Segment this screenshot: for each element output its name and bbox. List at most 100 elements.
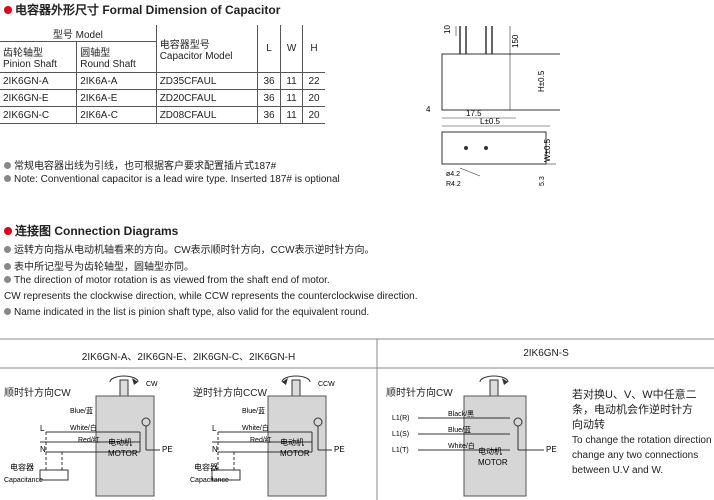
connection-bullet: Name indicated in the list is pinion sha… bbox=[4, 307, 369, 318]
panel-right-header: 2IK6GN-S bbox=[523, 348, 569, 359]
round-cell: 2IK6A-C bbox=[76, 106, 157, 124]
terminal-dot bbox=[484, 146, 488, 150]
round-cell: 2IK6A-A bbox=[76, 72, 157, 90]
capacitor-body bbox=[441, 53, 560, 111]
grey-bullet-icon bbox=[4, 246, 11, 253]
rotation-arrow-icon bbox=[479, 375, 509, 383]
model-group-header: 型号 Model bbox=[0, 25, 157, 42]
dim-4-label: 4 bbox=[426, 105, 431, 114]
terminal-dot bbox=[464, 146, 468, 150]
dim-150-label: 150 bbox=[511, 34, 520, 48]
pinion-cell: 2IK6GN-E bbox=[0, 89, 78, 107]
dimension-note-cn: 常规电容器出线为引线，也可根据客户要求配置插片式187# bbox=[4, 157, 276, 172]
l-cell: 36 bbox=[257, 89, 282, 107]
wiring-diagram-3phase-cw: Black/黑 Blue/蓝 White/白 L1(R) L1(S) L1(T)… bbox=[392, 375, 557, 497]
dim-h-label: H±0.5 bbox=[537, 70, 546, 92]
dim-r4-2-label: R4.2 bbox=[446, 181, 461, 188]
capacitor-top-view bbox=[441, 131, 547, 165]
red-wire-label: Red/红 bbox=[250, 435, 272, 444]
pinion-shaft-header: 齿轮轴型 Pinion Shaft bbox=[0, 41, 78, 73]
dim-d4-2-label: ø4.2 bbox=[446, 171, 460, 178]
panel-left-header: 2IK6GN-A、2IK6GN-E、2IK6GN-C、2IK6GN-H bbox=[81, 352, 296, 363]
cap-cell: ZD35CFAUL bbox=[156, 72, 259, 90]
pinion-cell: 2IK6GN-C bbox=[0, 106, 78, 124]
capacitor-dimension-table: 型号 Model 电容器型号 Capacitor Model L W H 齿轮轴… bbox=[0, 25, 325, 124]
table-row: 2IK6GN-A 2IK6A-A ZD35CFAUL 36 11 22 bbox=[0, 72, 325, 90]
black-wire-label: Black/黑 bbox=[448, 410, 474, 418]
table-row: 2IK6GN-E 2IK6A-E ZD20CFAUL 36 11 20 bbox=[0, 89, 325, 107]
h-cell: 22 bbox=[302, 72, 325, 90]
grey-bullet-icon bbox=[4, 162, 11, 169]
w-cell: 11 bbox=[280, 89, 304, 107]
wiring-diagram-ccw: CCW Blue/蓝 White/白 Red/红 L N PE 电动机 MOTO… bbox=[190, 375, 345, 497]
connection-bullet: CW represents the clockwise direction, w… bbox=[4, 291, 418, 302]
motor-cn-label: 电动机 bbox=[108, 437, 132, 447]
pinion-cell: 2IK6GN-A bbox=[0, 72, 78, 90]
cap-en-label: Capacitance bbox=[4, 477, 43, 484]
table-row: 2IK6GN-C 2IK6A-C ZD08CFAUL 36 11 20 bbox=[0, 106, 325, 124]
l1t-label: L1(T) bbox=[392, 447, 409, 454]
rotation-arrow-icon bbox=[109, 375, 139, 383]
n-terminal-label: N bbox=[40, 445, 46, 454]
dimension-note-en: Note: Conventional capacitor is a lead w… bbox=[4, 174, 340, 185]
l1r-label: L1(R) bbox=[392, 415, 410, 422]
dim-17-5-label: 17.5 bbox=[466, 109, 482, 118]
grey-bullet-icon bbox=[4, 175, 11, 182]
motor-body bbox=[267, 395, 327, 497]
l1s-label: L1(S) bbox=[392, 431, 409, 438]
round-cell: 2IK6A-E bbox=[76, 89, 157, 107]
cw-label: CW bbox=[146, 381, 158, 388]
ccw-label: CCW bbox=[318, 381, 335, 388]
white-wire-label: White/白 bbox=[448, 441, 475, 450]
pe-label: PE bbox=[546, 445, 557, 454]
dim-w-label: W±0.5 bbox=[543, 138, 552, 162]
h-cell: 20 bbox=[302, 106, 325, 124]
grey-bullet-icon bbox=[4, 263, 11, 270]
cw-title: 顺时针方向CW bbox=[4, 388, 71, 399]
n-terminal-label: N bbox=[212, 445, 218, 454]
pe-label: PE bbox=[162, 445, 173, 454]
blue-wire-label: Blue/蓝 bbox=[448, 425, 471, 434]
rotation-change-note: 若对换U、V、W中任意二 条，电动机会作逆时针方 向动转 To change t… bbox=[572, 389, 712, 476]
capacitor-model-header: 电容器型号 Capacitor Model bbox=[156, 25, 259, 73]
rotation-arrow-icon bbox=[281, 375, 311, 383]
white-wire-label: White/白 bbox=[242, 423, 269, 432]
pe-label: PE bbox=[334, 445, 345, 454]
w-cell: 11 bbox=[280, 106, 304, 124]
capacitor-outline-drawing: 10 150 H±0.5 17.5 4 L±0.5 W±0.5 5.3 ø4.2… bbox=[426, 25, 560, 188]
motor-body bbox=[95, 395, 155, 497]
red-bullet-icon bbox=[4, 227, 12, 235]
motor-en-label: MOTOR bbox=[280, 449, 310, 458]
cw-right-title: 顺时针方向CW bbox=[386, 388, 453, 399]
round-shaft-header: 圆轴型 Round Shaft bbox=[76, 41, 157, 73]
motor-en-label: MOTOR bbox=[478, 458, 508, 467]
dimension-section-title: 电容器外形尺寸 Formal Dimension of Capacitor bbox=[4, 1, 280, 18]
red-bullet-icon bbox=[4, 6, 12, 14]
white-wire-label: White/白 bbox=[70, 423, 97, 432]
l-header: L bbox=[257, 25, 282, 73]
connection-bullet: 表中所记型号为齿轮轴型，圆轴型亦同。 bbox=[4, 258, 194, 273]
l-terminal-label: L bbox=[40, 424, 45, 433]
capacitor-symbol bbox=[211, 469, 241, 481]
h-header: H bbox=[302, 25, 325, 73]
dim-10-label: 10 bbox=[443, 25, 452, 34]
cap-cell: ZD08CFAUL bbox=[156, 106, 259, 124]
connection-section-title: 连接图 Connection Diagrams bbox=[4, 222, 178, 239]
cap-en-label: Capacitance bbox=[190, 477, 229, 484]
dim-5-3-label: 5.3 bbox=[539, 176, 546, 186]
motor-cn-label: 电动机 bbox=[478, 446, 502, 456]
motor-cn-label: 电动机 bbox=[280, 437, 304, 447]
grey-bullet-icon bbox=[4, 308, 11, 315]
h-cell: 20 bbox=[302, 89, 325, 107]
ccw-title: 逆时针方向CCW bbox=[193, 388, 267, 399]
w-header: W bbox=[280, 25, 304, 73]
motor-en-label: MOTOR bbox=[108, 449, 138, 458]
blue-wire-label: Blue/蓝 bbox=[70, 406, 93, 415]
l-terminal-label: L bbox=[212, 424, 217, 433]
grey-bullet-icon bbox=[4, 276, 11, 283]
capacitor-symbol bbox=[39, 469, 69, 481]
connection-panel-frame bbox=[0, 338, 714, 500]
connection-bullet: The direction of motor rotation is as vi… bbox=[4, 275, 330, 286]
l-cell: 36 bbox=[257, 106, 282, 124]
wiring-diagram-cw: CW Blue/蓝 White/白 Red/红 L N PE 电动机 MOTOR… bbox=[4, 375, 173, 497]
